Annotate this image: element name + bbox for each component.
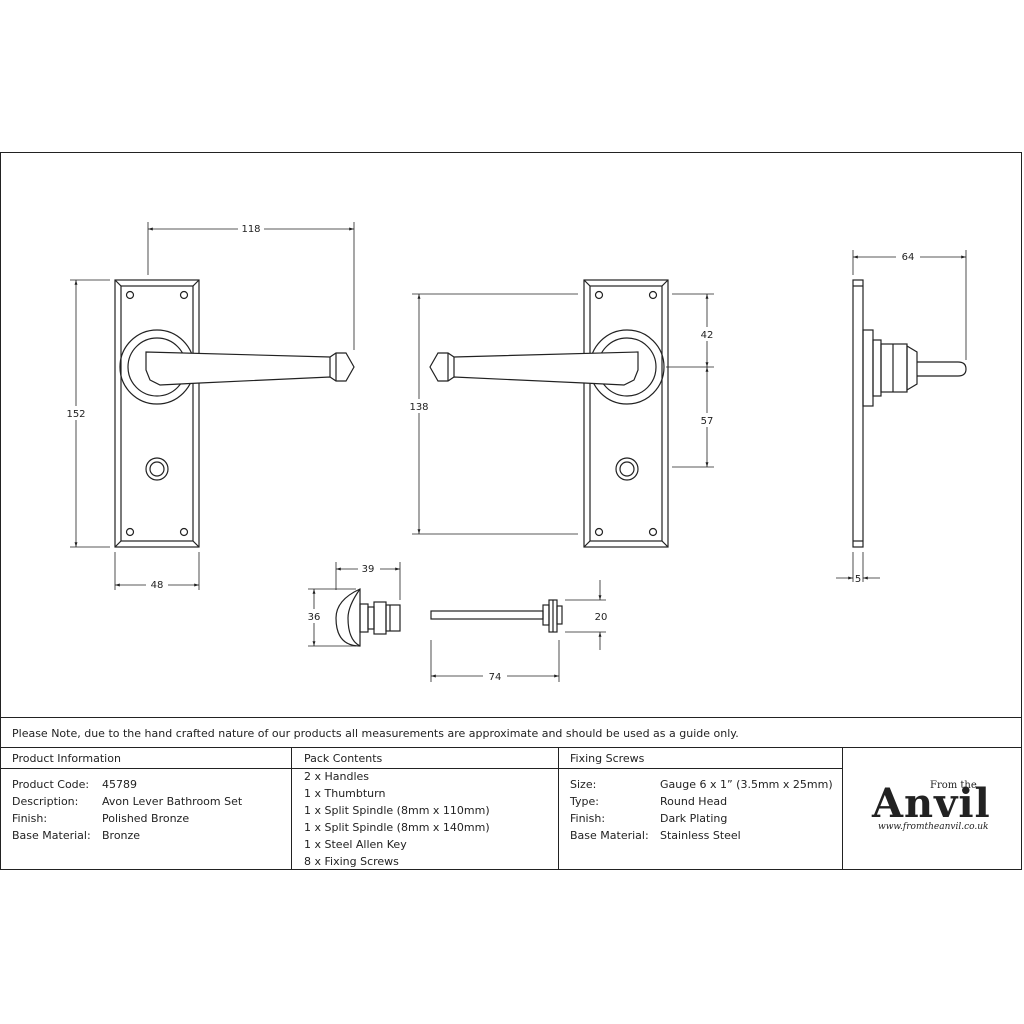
pack-contents-header: Pack Contents (304, 752, 383, 765)
release-turn-drawing (430, 599, 563, 633)
side-view-dimension-lines (836, 250, 967, 582)
dim-42-label: 42 (701, 330, 714, 341)
table-header-divider (1, 768, 843, 769)
dim-48-label: 48 (151, 580, 164, 591)
logo-from-the-text: From the (930, 780, 977, 791)
left-lever-handle-front-view (114, 279, 355, 548)
technical-drawing: 118 152 48 138 42 57 (66, 222, 967, 683)
pack-item: 1 x Split Spindle (8mm x 110mm) (304, 804, 490, 817)
pack-item: 1 x Thumbturn (304, 787, 386, 800)
right-handle-dimension-lines (412, 293, 714, 535)
finish-value: Polished Bronze (102, 812, 190, 825)
product-code-label: Product Code: (12, 778, 90, 791)
product-info-header: Product Information (12, 752, 121, 765)
dim-20-label: 20 (595, 612, 608, 623)
finish-label: Finish: (12, 812, 48, 825)
pack-item: 1 x Steel Allen Key (304, 838, 407, 851)
dim-57-label: 57 (701, 416, 714, 427)
screw-material-value: Stainless Steel (660, 829, 741, 842)
column-divider-3 (842, 747, 843, 870)
measurement-note: Please Note, due to the hand crafted nat… (12, 727, 739, 740)
screw-size-label: Size: (570, 778, 597, 791)
lever-handle-side-view (852, 279, 967, 548)
screw-type-label: Type: (570, 795, 599, 808)
fixing-screws-header: Fixing Screws (570, 752, 645, 765)
pack-item: 8 x Fixing Screws (304, 855, 399, 868)
dim-36-label: 36 (308, 612, 321, 623)
dim-64-label: 64 (902, 252, 915, 263)
base-material-label: Base Material: (12, 829, 91, 842)
pack-item: 1 x Split Spindle (8mm x 140mm) (304, 821, 490, 834)
screw-type-value: Round Head (660, 795, 728, 808)
dim-5-label: 5 (855, 574, 861, 585)
thumbturn-dimension-lines (308, 562, 401, 647)
pack-item: 2 x Handles (304, 770, 370, 783)
screw-size-value: Gauge 6 x 1” (3.5mm x 25mm) (660, 778, 833, 791)
table-top-divider (1, 747, 1022, 748)
from-the-anvil-logo: From the Anvil www.fromtheanvil.co.uk (872, 778, 1002, 838)
release-dimension-lines (430, 580, 606, 682)
logo-url-text: www.fromtheanvil.co.uk (878, 822, 989, 832)
screw-finish-label: Finish: (570, 812, 606, 825)
base-material-value: Bronze (102, 829, 141, 842)
description-label: Description: (12, 795, 79, 808)
dim-74-label: 74 (489, 672, 502, 683)
dim-118-label: 118 (241, 224, 260, 235)
right-lever-handle-front-view (429, 279, 669, 548)
thumbturn-drawing (335, 588, 401, 647)
screw-material-label: Base Material: (570, 829, 649, 842)
drawing-sheet-frame (0, 152, 1022, 870)
left-handle-dimension-lines (70, 222, 355, 590)
column-divider-2 (558, 747, 559, 870)
dim-152-label: 152 (66, 409, 85, 420)
screw-finish-value: Dark Plating (660, 812, 728, 825)
note-top-divider (1, 717, 1022, 718)
dim-138-label: 138 (409, 402, 428, 413)
product-code-value: 45789 (102, 778, 137, 791)
dim-39-label: 39 (362, 564, 375, 575)
column-divider-1 (291, 747, 292, 870)
description-value: Avon Lever Bathroom Set (102, 795, 243, 808)
logo-brand-text: Anvil (872, 780, 991, 827)
